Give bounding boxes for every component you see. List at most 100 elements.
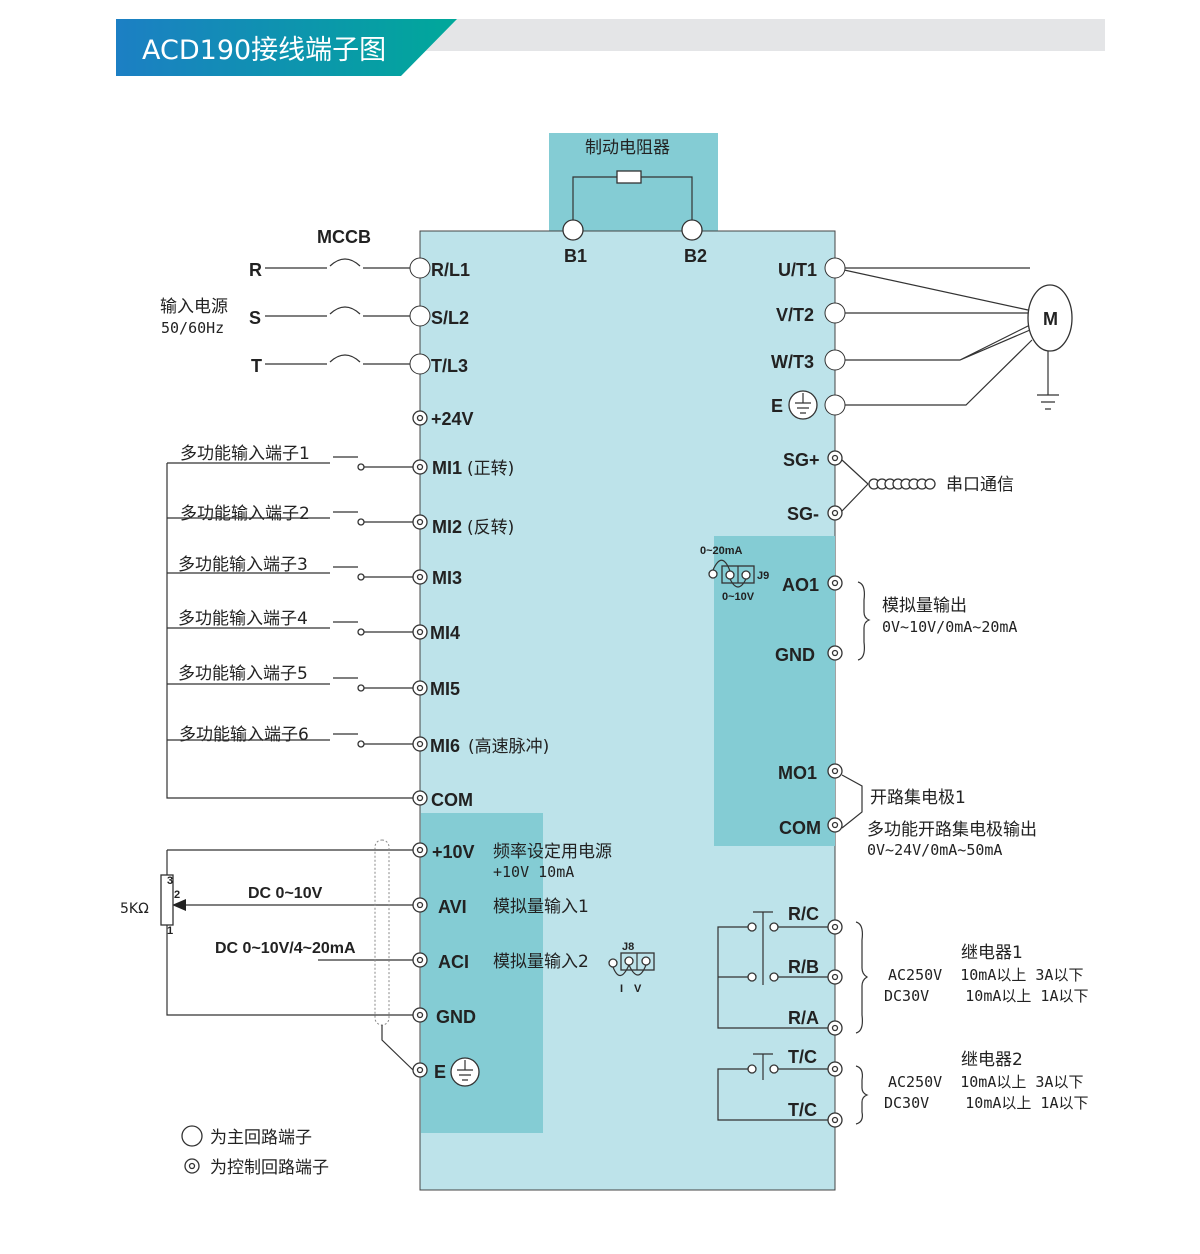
- j9-jumper-icon[interactable]: [708, 559, 755, 588]
- ao-desc: 模拟量输出: [882, 596, 967, 616]
- label-24v: +24V: [431, 409, 474, 429]
- legend-ctrl: 为控制回路端子: [210, 1158, 329, 1178]
- mi-switch-1: [167, 456, 413, 471]
- terminal-e[interactable]: [412, 1062, 428, 1078]
- terminal-mo1[interactable]: [827, 763, 843, 779]
- relay2-dc: DC30V 10mA以上 1A以下: [884, 1094, 1089, 1112]
- mi6-note: (高速脉冲): [468, 737, 549, 757]
- terminal-w-t3[interactable]: [824, 349, 846, 371]
- p10-desc: 频率设定用电源: [493, 842, 612, 862]
- label-tc2: T/C: [788, 1100, 817, 1120]
- terminal-aci[interactable]: [412, 952, 428, 968]
- terminal-mi5[interactable]: [412, 680, 428, 696]
- terminal-rb[interactable]: [827, 969, 843, 985]
- phase-t: T: [251, 356, 262, 376]
- label-ra: R/A: [788, 1008, 819, 1028]
- mi-label-3: 多功能输入端子3: [178, 555, 308, 575]
- label-10v: +10V: [432, 842, 475, 862]
- terminal-r-l1[interactable]: [409, 257, 431, 279]
- j8-label: J8: [622, 941, 634, 953]
- label-mi1: MI1: [432, 458, 462, 478]
- terminal-tc1[interactable]: [827, 1061, 843, 1077]
- brace-icon: [857, 581, 871, 661]
- mi2-note: (反转): [467, 518, 514, 538]
- wiper-arrow-icon: [172, 899, 186, 911]
- mo-desc1: 开路集电极1: [870, 788, 966, 808]
- terminal-mi3[interactable]: [412, 569, 428, 585]
- terminal-ra[interactable]: [827, 1020, 843, 1036]
- label-sg-plus: SG+: [783, 450, 820, 470]
- terminal-b2[interactable]: [681, 219, 703, 241]
- mo-desc2: 多功能开路集电极输出: [867, 820, 1037, 840]
- j8-jumper-icon[interactable]: [608, 952, 655, 977]
- pin-2: 2: [174, 889, 180, 901]
- output-region: [714, 536, 835, 846]
- j8-i: I: [620, 983, 623, 995]
- b2-label: B2: [684, 246, 707, 266]
- brace-icon: [855, 921, 869, 1034]
- twisted-pair-icon: [868, 478, 936, 490]
- avi-signal: DC 0~10V: [248, 885, 323, 902]
- ao-spec: 0V~10V/0mA~20mA: [882, 618, 1017, 636]
- terminal-s-l2[interactable]: [409, 305, 431, 327]
- relay1-title: 继电器1: [961, 943, 1023, 963]
- terminal-10v[interactable]: [412, 842, 428, 858]
- pin-1: 1: [167, 925, 173, 937]
- terminal-24v[interactable]: [412, 410, 428, 426]
- label-u-t1: U/T1: [778, 260, 817, 280]
- mi-label-2: 多功能输入端子2: [180, 504, 310, 524]
- relay1-dc: DC30V 10mA以上 1A以下: [884, 987, 1089, 1005]
- terminal-com[interactable]: [827, 817, 843, 833]
- label-v-t2: V/T2: [776, 305, 814, 325]
- header-banner: [116, 19, 457, 76]
- phase-s: S: [249, 308, 261, 328]
- terminal-mi6[interactable]: [412, 736, 428, 752]
- mi-label-6: 多功能输入端子6: [179, 725, 309, 745]
- terminal-e[interactable]: [824, 394, 846, 416]
- label-t-l3: T/L3: [431, 356, 468, 376]
- label-mi2: MI2: [432, 517, 462, 537]
- label-aci: ACI: [438, 952, 469, 972]
- terminal-rc[interactable]: [827, 919, 843, 935]
- mi-label-1: 多功能输入端子1: [180, 444, 310, 464]
- relay2-ac: AC250V 10mA以上 3A以下: [888, 1073, 1083, 1091]
- terminal-t-l3[interactable]: [409, 353, 431, 375]
- label-s-l2: S/L2: [431, 308, 469, 328]
- avi-desc: 模拟量输入1: [493, 897, 589, 917]
- terminal-tc2[interactable]: [827, 1112, 843, 1128]
- label-avi: AVI: [438, 897, 467, 917]
- pot-value: 5KΩ: [120, 901, 149, 917]
- terminal-sg-plus[interactable]: [827, 450, 843, 466]
- label-gnd-ao: GND: [775, 645, 815, 665]
- label-sg-minus: SG-: [787, 504, 819, 524]
- relay1-contacts: [717, 911, 828, 1029]
- terminal-gnd[interactable]: [412, 1007, 428, 1023]
- terminal-sg-minus[interactable]: [827, 505, 843, 521]
- mi-switch-2: [167, 511, 413, 526]
- terminal-ao1[interactable]: [827, 575, 843, 591]
- input-power-label: 输入电源: [160, 297, 228, 317]
- label-rc: R/C: [788, 904, 819, 924]
- p10-spec: +10V 10mA: [493, 863, 574, 881]
- terminal-mi1[interactable]: [412, 459, 428, 475]
- terminal-mi2[interactable]: [412, 514, 428, 530]
- brace-icon: [855, 1065, 869, 1125]
- terminal-u-t1[interactable]: [824, 257, 846, 279]
- j9-top-label: 0~20mA: [700, 545, 743, 557]
- terminal-v-t2[interactable]: [824, 302, 846, 324]
- label-mi3: MI3: [432, 568, 462, 588]
- relay1-ac: AC250V 10mA以上 3A以下: [888, 966, 1083, 984]
- terminal-gnd[interactable]: [827, 645, 843, 661]
- terminal-avi[interactable]: [412, 897, 428, 913]
- main-terminal-legend-icon: [181, 1125, 203, 1147]
- earth-icon: [788, 390, 818, 420]
- label-mo1: MO1: [778, 763, 817, 783]
- terminal-b1[interactable]: [562, 219, 584, 241]
- mi-label-5: 多功能输入端子5: [178, 664, 308, 684]
- label-ao1: AO1: [782, 575, 819, 595]
- terminal-com[interactable]: [412, 790, 428, 806]
- terminal-mi4[interactable]: [412, 624, 428, 640]
- mccb-label: MCCB: [317, 227, 371, 247]
- legend-main: 为主回路端子: [210, 1128, 312, 1148]
